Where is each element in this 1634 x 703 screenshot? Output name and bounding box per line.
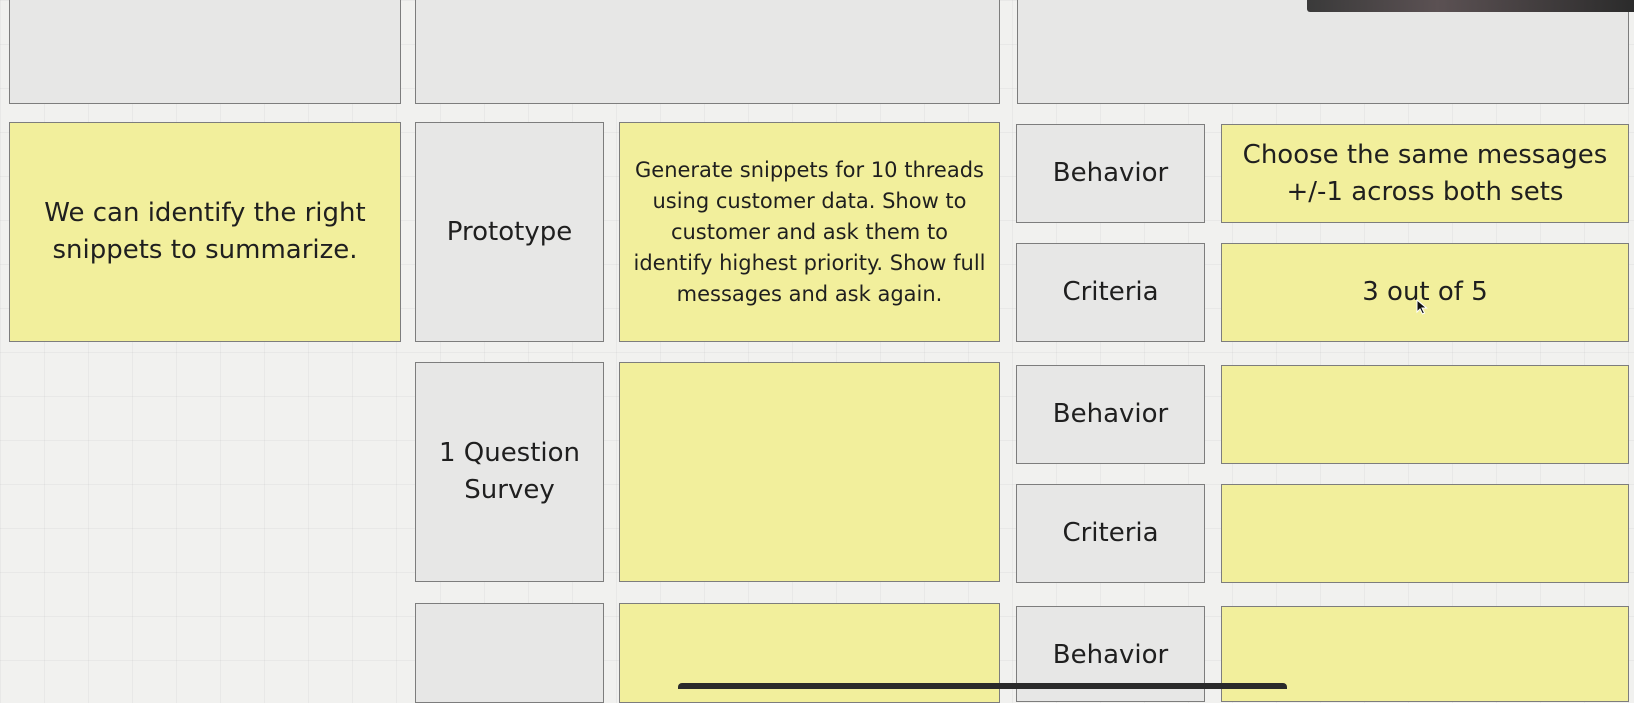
behavior-value-sticky[interactable] <box>1221 365 1629 464</box>
criteria-value-text: 3 out of 5 <box>1362 277 1488 307</box>
criteria-value-sticky[interactable]: 3 out of 5 <box>1221 243 1629 342</box>
experiment-card[interactable] <box>415 603 604 703</box>
prototype-label: Prototype <box>446 216 573 247</box>
behavior-label: Behavior <box>1052 640 1169 670</box>
behavior-value-text: Choose the same messages +/-1 across bot… <box>1242 139 1608 207</box>
survey-description-sticky[interactable] <box>619 362 1000 582</box>
survey-label: 1 Question Survey <box>438 438 581 505</box>
criteria-card[interactable]: Criteria <box>1016 243 1205 342</box>
behavior-label: Behavior <box>1052 399 1169 429</box>
horizontal-scrollbar[interactable] <box>678 683 1287 689</box>
top-card-right[interactable] <box>1017 0 1629 104</box>
prototype-description-sticky[interactable]: Generate snippets for 10 threads using c… <box>619 122 1000 342</box>
behavior-value-sticky[interactable] <box>1221 606 1629 702</box>
survey-card[interactable]: 1 Question Survey <box>415 362 604 582</box>
behavior-value-sticky[interactable]: Choose the same messages +/-1 across bot… <box>1221 124 1629 223</box>
assumption-sticky[interactable]: We can identify the right snippets to su… <box>9 122 401 342</box>
top-card-middle[interactable] <box>415 0 1000 104</box>
behavior-label: Behavior <box>1052 158 1169 188</box>
prototype-card[interactable]: Prototype <box>415 122 604 342</box>
behavior-card[interactable]: Behavior <box>1016 124 1205 223</box>
prototype-description-text: Generate snippets for 10 threads using c… <box>633 157 986 306</box>
behavior-card[interactable]: Behavior <box>1016 365 1205 464</box>
criteria-label: Criteria <box>1062 277 1159 307</box>
top-card-left[interactable] <box>9 0 401 104</box>
video-thumbnail[interactable] <box>1307 0 1634 12</box>
criteria-value-sticky[interactable] <box>1221 484 1629 583</box>
criteria-label: Criteria <box>1062 518 1159 548</box>
assumption-text: We can identify the right snippets to su… <box>44 198 366 265</box>
mouse-pointer-icon <box>1416 299 1428 315</box>
criteria-card[interactable]: Criteria <box>1016 484 1205 583</box>
